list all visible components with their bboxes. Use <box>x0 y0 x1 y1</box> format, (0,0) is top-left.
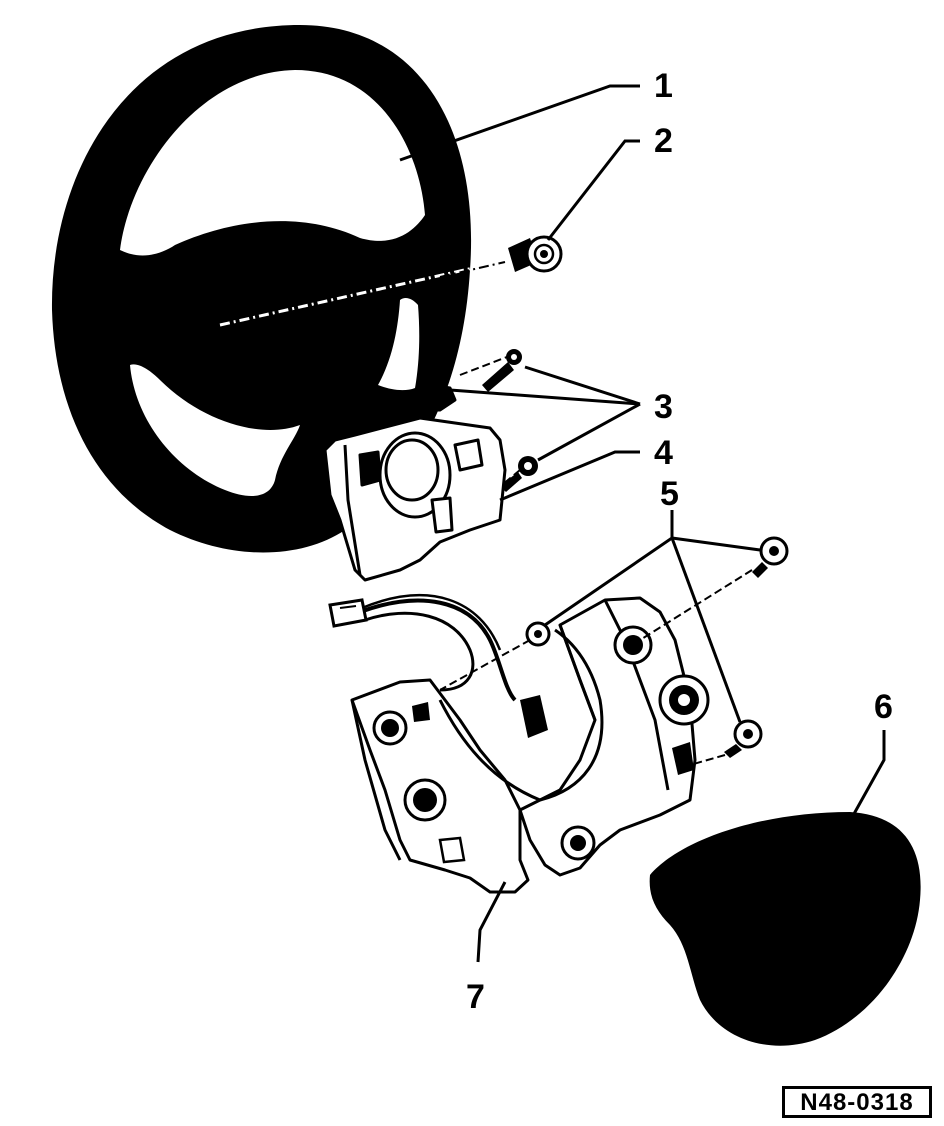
leader-3a <box>524 365 641 406</box>
bolt-top-right <box>752 536 789 578</box>
leader-7 <box>476 881 507 963</box>
leader-5c <box>670 537 742 723</box>
callout-4: 4 <box>654 434 673 472</box>
leader-3b <box>449 388 641 406</box>
leader-3c <box>537 402 641 462</box>
airbag-unit <box>649 812 921 1046</box>
wire-connector-plug <box>328 598 368 628</box>
callout-numbers: 1 2 3 4 5 6 7 <box>466 67 893 1016</box>
callout-7: 7 <box>466 978 485 1016</box>
callout-1: 1 <box>654 67 673 105</box>
screw-upper <box>482 349 522 392</box>
leader-6 <box>843 730 886 831</box>
wiring-harness <box>359 594 517 702</box>
leader-lines <box>399 84 886 963</box>
contact-unit-connectors <box>372 625 710 864</box>
callout-6: 6 <box>874 688 893 726</box>
callout-2: 2 <box>654 122 673 160</box>
leader-1 <box>399 84 640 162</box>
callout-3: 3 <box>654 388 673 426</box>
steering-wheel <box>51 25 472 553</box>
bolt-center <box>525 621 551 647</box>
leader-5b <box>671 536 761 552</box>
screw-lower <box>500 456 538 492</box>
leader-4 <box>499 450 640 502</box>
leader-2 <box>546 139 640 241</box>
bolt-bottom-right <box>724 719 763 758</box>
hub-nut <box>508 235 563 273</box>
figure-id-label: N48-0318 <box>782 1086 932 1118</box>
callout-5: 5 <box>660 475 679 513</box>
switch-bracket <box>323 383 507 582</box>
